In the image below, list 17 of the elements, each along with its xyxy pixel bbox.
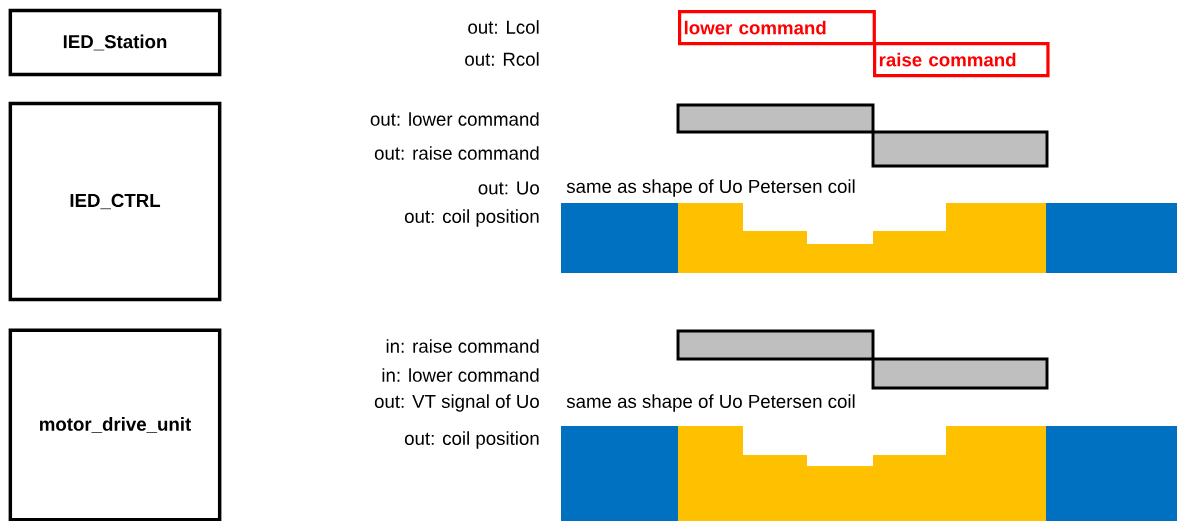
signal-label: out: Lcol xyxy=(468,20,539,34)
signal-label: out: Uo xyxy=(478,181,539,195)
block-box: motor_drive_unit xyxy=(8,328,222,521)
signal-label: out: lower command xyxy=(370,112,539,126)
signal-label: in: lower command xyxy=(382,368,539,382)
command-box: raise command xyxy=(873,42,1050,78)
block-box: IED_CTRL xyxy=(8,101,222,302)
signal-label: out: coil position xyxy=(404,209,539,227)
note-text: same as shape of Uo Petersen coil xyxy=(566,394,855,412)
signal-label: out: VT signal of Uo xyxy=(374,394,539,412)
signal-label: out: Rcol xyxy=(465,52,539,66)
signal-label: out: coil position xyxy=(404,431,539,449)
command-box: lower command xyxy=(678,10,876,46)
signal-label: in: raise command xyxy=(386,339,539,353)
block-box: IED_Station xyxy=(8,8,222,77)
note-text: same as shape of Uo Petersen coil xyxy=(566,179,855,197)
signal-label: out: raise command xyxy=(374,146,539,160)
